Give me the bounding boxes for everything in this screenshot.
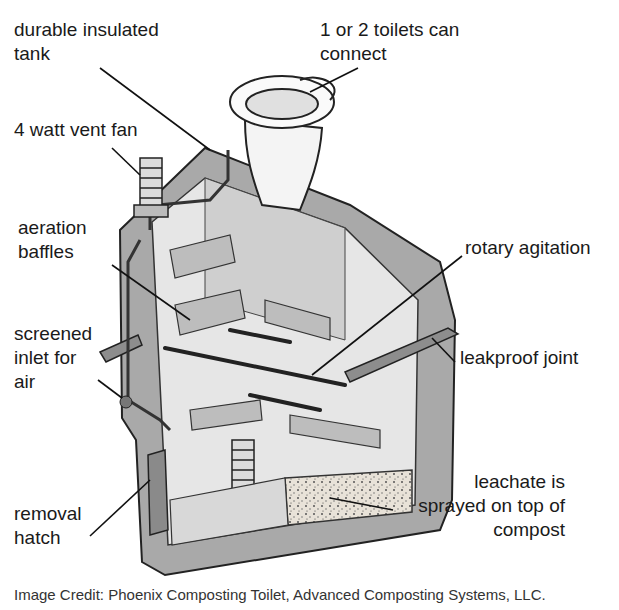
part-label: rotary agitation <box>465 236 591 260</box>
aeration-baffles <box>170 235 380 448</box>
part-label: removal hatch <box>14 502 106 550</box>
removal-hatch <box>148 450 168 535</box>
tray-front <box>170 478 288 545</box>
compost-tray <box>285 470 412 525</box>
vent-fan <box>134 158 168 217</box>
part-label: 4 watt vent fan <box>14 118 138 142</box>
image-credit: Image Credit: Phoenix Composting Toilet,… <box>14 586 546 604</box>
tank-body <box>120 148 455 575</box>
part-label: durable insulated tank <box>14 18 184 66</box>
air-inlet-pipe <box>128 240 170 430</box>
part-label: leakproof joint <box>460 346 578 370</box>
toilet <box>230 76 335 210</box>
part-label: aeration baffles <box>18 216 110 264</box>
part-label: leachate is sprayed on top of compost <box>410 470 565 542</box>
flange <box>100 328 458 382</box>
part-label: screened inlet for air <box>14 322 98 394</box>
part-label: 1 or 2 toilets can connect <box>320 18 485 66</box>
leader-lines <box>90 68 462 536</box>
